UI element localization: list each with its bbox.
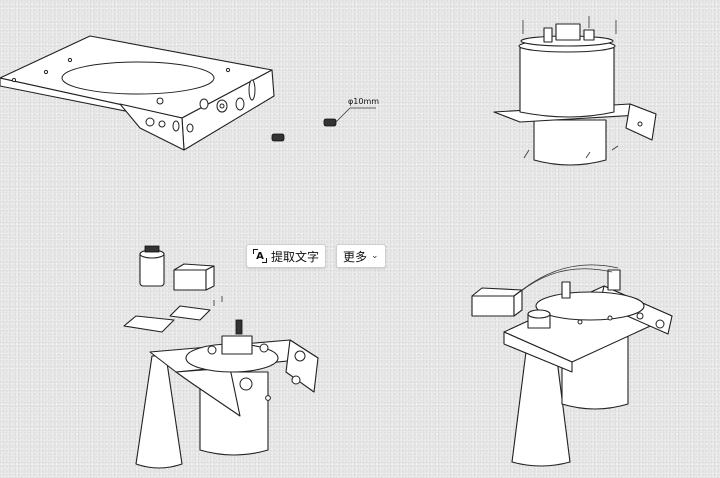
step-4-final-assembly <box>471 264 673 467</box>
extract-text-button[interactable]: A 提取文字 <box>246 244 327 268</box>
dimension-label: φ10mm <box>348 97 379 106</box>
extract-text-label: 提取文字 <box>271 249 320 264</box>
step-1-screws <box>271 107 376 142</box>
step-3-sensor-parts <box>123 245 319 469</box>
more-button[interactable]: 更多 ⌄ <box>336 244 386 268</box>
step-1-mounting-bracket <box>0 35 275 151</box>
chevron-down-icon: ⌄ <box>371 251 379 261</box>
text-recognition-icon: A <box>253 249 267 263</box>
step-2-cylinder-assembly <box>493 16 657 166</box>
image-ocr-toolbar: A 提取文字 更多 ⌄ <box>246 244 386 268</box>
more-label: 更多 <box>343 249 368 264</box>
